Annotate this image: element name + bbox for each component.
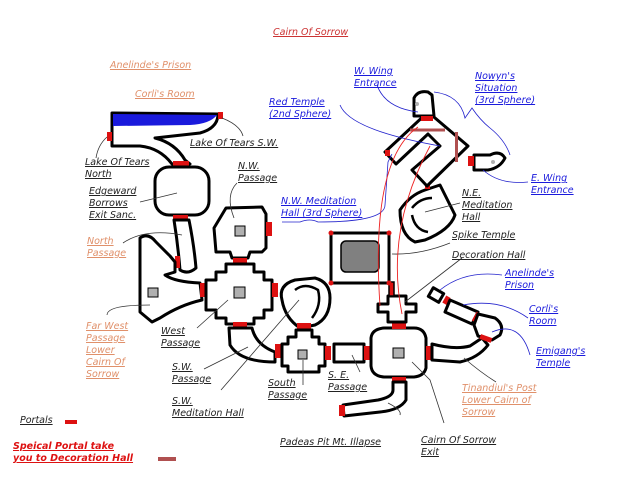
lake-of-tears-room <box>110 111 220 166</box>
portal <box>200 283 206 297</box>
portal <box>275 344 281 358</box>
label-lake-of-tears-sw: Lake Of Tears S.W. <box>190 138 279 149</box>
special-portal-legend-swatch <box>158 457 176 461</box>
sw-passage-corridor <box>227 326 277 364</box>
portal <box>392 323 406 329</box>
portal <box>272 283 278 297</box>
portal <box>173 161 189 167</box>
portal <box>339 405 345 416</box>
pointer-lines <box>95 117 497 424</box>
tinandiuls-post-corridor <box>430 336 490 364</box>
label-decoration-hall: Decoration Hall <box>452 250 526 261</box>
label-nw-passage: N.W.Passage <box>238 161 278 184</box>
portal <box>107 132 112 141</box>
edgeward-borrows-room <box>153 165 211 217</box>
special-portal <box>455 132 458 162</box>
portal <box>364 346 370 360</box>
e-wing-entrance-room <box>472 151 507 172</box>
emigangs-temple-room <box>472 312 504 342</box>
label-se-passage: S. E.Passage <box>328 370 368 393</box>
pillar <box>297 349 308 360</box>
corlis-room <box>443 298 480 326</box>
legend-portals: Portals <box>20 415 53 426</box>
pillar <box>147 287 159 298</box>
portal <box>297 323 311 329</box>
anelindes-prison-room <box>426 286 446 304</box>
portal-legend-swatch <box>65 420 77 424</box>
map-title: Cairn Of Sorrow <box>273 27 349 38</box>
portal <box>392 377 406 383</box>
portal <box>233 322 247 328</box>
pillar <box>233 286 246 299</box>
label-spike-temple: Spike Temple <box>452 230 516 241</box>
spike-floor <box>340 240 380 273</box>
anelindes-prison-top-label: Anelinde's Prison <box>110 60 192 71</box>
pillar <box>392 347 405 359</box>
corlis-room-top-label: Corli's Room <box>135 89 195 100</box>
portal <box>173 215 188 221</box>
label-padeas-pit: Padeas Pit Mt. Illapse <box>280 437 382 448</box>
w-wing-entrance-room <box>412 90 436 118</box>
portal <box>175 256 180 268</box>
portal <box>266 222 272 236</box>
label-sw-passage: S.W.Passage <box>172 362 212 385</box>
se-passage-corridor <box>332 342 366 364</box>
ne-meditation-hall-room <box>398 183 457 244</box>
pillar <box>234 225 246 237</box>
portal <box>233 258 247 264</box>
portal <box>325 346 331 360</box>
portal <box>218 112 223 119</box>
label-red-temple: Red Temple(2nd Sphere) <box>269 97 332 120</box>
blue-pointer-lines <box>282 84 531 356</box>
portal <box>426 346 432 360</box>
special-teleport-lines <box>377 126 431 315</box>
far-west-passage-room <box>138 234 204 324</box>
decoration-hall-room <box>376 294 418 324</box>
label-sw-meditation-hall: S.W.Meditation Hall <box>172 396 244 419</box>
